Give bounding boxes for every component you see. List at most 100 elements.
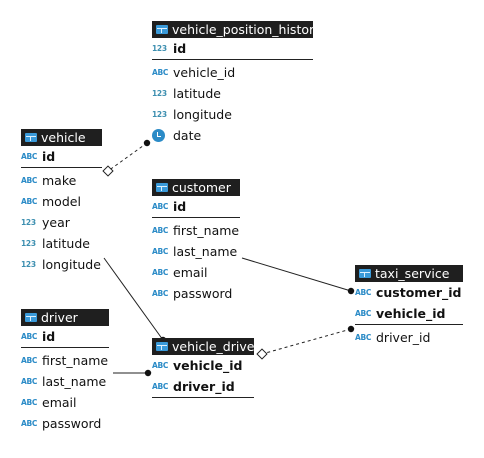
key-field-vehicle-id[interactable]: ABC vehicle_id [355, 303, 463, 324]
field-year[interactable]: 123 year [21, 212, 102, 233]
field-name: vehicle_id [173, 65, 236, 80]
field-password[interactable]: ABC password [152, 283, 240, 304]
string-type-icon: ABC [152, 202, 169, 211]
string-type-icon: ABC [21, 398, 38, 407]
field-name: id [173, 199, 187, 214]
relationship-vehicle-vehicle-driver[interactable] [103, 257, 164, 341]
numeric-type-icon: 123 [152, 89, 167, 98]
many-end-marker [347, 325, 355, 333]
relationship-customer-taxi-service[interactable] [241, 257, 352, 292]
numeric-type-icon: 123 [21, 260, 36, 269]
string-type-icon: ABC [152, 68, 169, 77]
primary-key-section: ABC id [21, 326, 109, 348]
string-type-icon: ABC [152, 289, 169, 298]
key-field-id[interactable]: ABC id [152, 196, 240, 217]
field-name: id [42, 329, 56, 344]
field-name: email [173, 265, 208, 280]
entity-header[interactable]: customer [152, 179, 240, 196]
table-icon [156, 342, 168, 351]
string-type-icon: ABC [355, 288, 372, 297]
relationship-history-vehicle[interactable] [107, 142, 148, 172]
field-name: last_name [173, 244, 238, 259]
string-type-icon: ABC [152, 382, 169, 391]
numeric-type-icon: 123 [152, 110, 167, 119]
entity-header[interactable]: vehicle [21, 129, 102, 146]
field-name: password [173, 286, 233, 301]
numeric-type-icon: 123 [152, 44, 167, 53]
numeric-type-icon: 123 [21, 218, 36, 227]
field-date[interactable]: date [152, 125, 313, 146]
entity-header[interactable]: vehicle_driver [152, 338, 260, 355]
field-name: vehicle_id [173, 358, 243, 373]
entity-title: driver [41, 310, 78, 325]
numeric-type-icon: 123 [21, 239, 36, 248]
field-last-name[interactable]: ABC last_name [21, 371, 109, 392]
table-icon [156, 25, 168, 34]
field-name: last_name [42, 374, 107, 389]
field-name: vehicle_id [376, 306, 446, 321]
table-icon [359, 269, 371, 278]
field-name: first_name [173, 223, 240, 238]
field-name: driver_id [376, 330, 431, 345]
many-end-marker [144, 369, 152, 377]
entity-title: vehicle_driver [172, 339, 260, 354]
string-type-icon: ABC [21, 332, 38, 341]
table-icon [25, 313, 37, 322]
field-last-name[interactable]: ABC last_name [152, 241, 240, 262]
optional-end-marker [256, 348, 268, 360]
field-name: year [42, 215, 70, 230]
field-vehicle-id[interactable]: ABC vehicle_id [152, 62, 313, 83]
field-name: date [173, 128, 202, 143]
relationship-taxi-service-vehicle-driver[interactable] [261, 328, 352, 355]
attribute-section [152, 398, 254, 400]
clock-icon [152, 128, 165, 142]
string-type-icon: ABC [152, 247, 169, 256]
entity-title: vehicle [41, 130, 86, 145]
many-end-marker [347, 287, 355, 295]
field-name: id [42, 149, 56, 164]
optional-end-marker [102, 165, 114, 177]
string-type-icon: ABC [21, 377, 38, 386]
string-type-icon: ABC [355, 309, 372, 318]
field-name: model [42, 194, 81, 209]
key-field-id[interactable]: 123 id [152, 38, 313, 59]
entity-header[interactable]: driver [21, 309, 109, 326]
entity-header[interactable]: vehicle_position_history [152, 21, 322, 38]
field-latitude[interactable]: 123 latitude [21, 233, 102, 254]
key-field-id[interactable]: ABC id [21, 326, 109, 347]
field-name: latitude [42, 236, 90, 251]
entity-header[interactable]: taxi_service [355, 265, 463, 282]
table-icon [156, 183, 168, 192]
entity-title: taxi_service [375, 266, 450, 281]
string-type-icon: ABC [152, 361, 169, 370]
entity-title: vehicle_position_history [172, 22, 322, 37]
key-field-vehicle-id[interactable]: ABC vehicle_id [152, 355, 254, 376]
key-field-driver-id[interactable]: ABC driver_id [152, 376, 254, 397]
field-name: id [173, 41, 187, 56]
field-name: driver_id [173, 379, 235, 394]
